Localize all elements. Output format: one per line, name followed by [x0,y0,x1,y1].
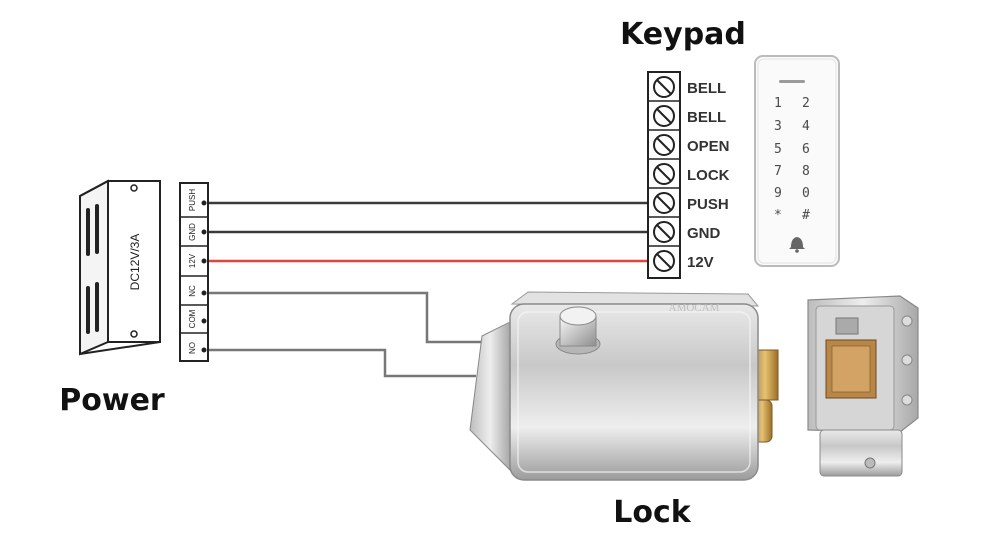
kp-terminal-gnd: GND [687,225,721,242]
key-0: 0 [802,186,810,201]
wires [204,201,652,378]
key-9: 9 [774,186,782,201]
lock-release-knob [555,306,601,355]
power-heading: Power [59,383,165,418]
psu-rating: DC12V/3A [128,234,142,291]
key-4: 4 [802,119,810,134]
kp-terminal-push: PUSH [687,196,729,213]
kp-terminal-bell-1: BELL [687,80,726,97]
psu-terminal-no: NO [188,342,197,354]
key-6: 6 [802,142,810,157]
kp-terminal-12v: 12V [687,254,714,271]
kp-terminal-bell-2: BELL [687,109,726,126]
psu-terminal-com: COM [188,309,197,328]
key-7: 7 [774,164,782,179]
strike-plate [807,295,919,477]
power-supply: DC12V/3A [79,179,161,356]
wire-no [204,348,476,378]
key-hash: # [802,208,810,223]
psu-terminal-nc: NC [188,285,197,297]
key-3: 3 [774,119,782,134]
wire-nc [204,291,482,344]
key-1: 1 [774,96,782,111]
keypad-keys: 1 2 3 4 5 6 7 8 9 0 * # [774,96,810,223]
key-5: 5 [774,142,782,157]
psu-terminal-strip: PUSH GND 12V NC COM NO [179,182,209,362]
psu-terminal-gnd: GND [188,223,197,241]
lock-watermark: AMOCAM [669,302,720,314]
keypad-terminal-block: BELL BELL OPEN LOCK PUSH GND 12V [647,71,730,279]
lock-heading: Lock [613,495,692,530]
psu-terminal-push: PUSH [188,189,197,211]
key-2: 2 [802,96,810,111]
keypad-heading: Keypad [620,17,746,52]
key-8: 8 [802,164,810,179]
keypad-device: 1 2 3 4 5 6 7 8 9 0 * # [754,55,840,267]
bell-icon [789,237,805,253]
electric-lock: AMOCAM [469,291,919,481]
key-star: * [774,208,782,223]
kp-terminal-open: OPEN [687,138,730,155]
kp-terminal-lock: LOCK [687,167,730,184]
psu-terminal-12v: 12V [188,253,197,268]
